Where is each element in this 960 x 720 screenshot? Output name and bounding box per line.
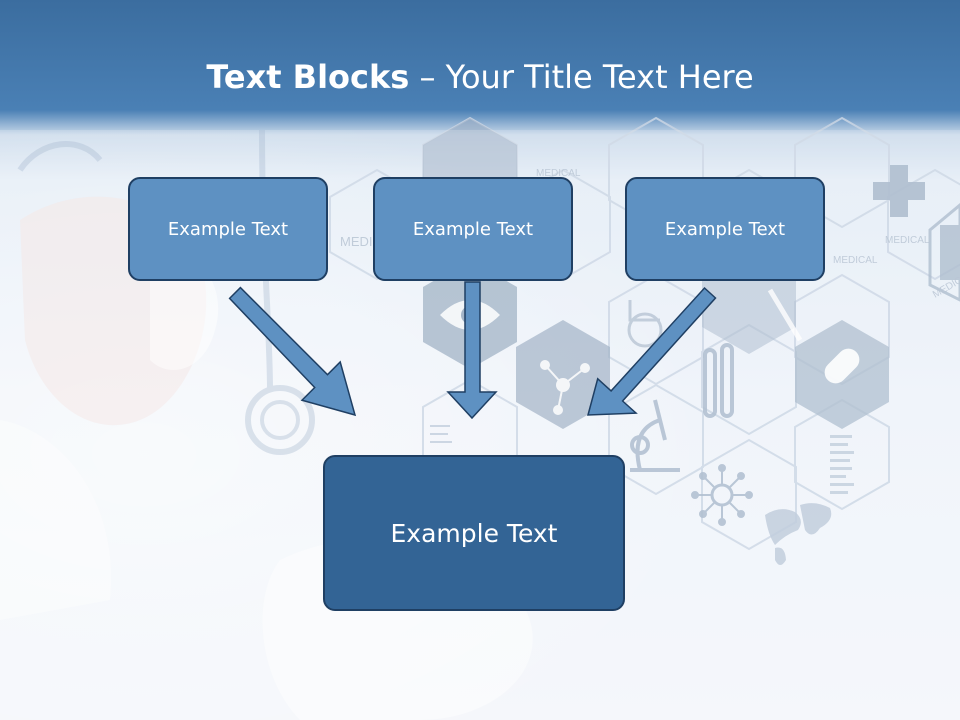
text-block-3[interactable]: Example Text [625, 177, 825, 281]
test-tubes-icon [703, 343, 734, 418]
syringe-icon [767, 288, 803, 342]
main-text-block-label: Example Text [390, 518, 558, 548]
molecule-icon [540, 360, 590, 415]
svg-text:MEDICAL: MEDICAL [885, 235, 930, 246]
title-dash: – [409, 58, 446, 96]
virus-icon [691, 464, 753, 526]
text-block-2-label: Example Text [412, 218, 534, 240]
svg-text:MEDI: MEDI [340, 234, 373, 249]
text-block-1-label: Example Text [167, 218, 289, 240]
main-text-block[interactable]: Example Text [323, 455, 625, 611]
slide-title: Text Blocks – Your Title Text Here [0, 52, 960, 102]
title-rest: Your Title Text Here [445, 58, 754, 96]
arrow-right [587, 286, 717, 416]
world-map-icon [765, 503, 832, 565]
svg-text:MEDICAL: MEDICAL [536, 168, 581, 179]
medical-cross-icon [873, 165, 925, 217]
title-bold: Text Blocks [206, 58, 410, 96]
text-block-1[interactable]: Example Text [128, 177, 328, 281]
text-block-3-label: Example Text [664, 218, 786, 240]
microscope-icon [630, 399, 680, 472]
capsule-icon [824, 348, 860, 384]
svg-text:MEDICAL: MEDICAL [833, 255, 878, 266]
text-block-2[interactable]: Example Text [373, 177, 573, 281]
stethoscope-icon [17, 129, 315, 455]
arrow-middle [446, 281, 498, 420]
arrow-left [228, 286, 357, 417]
